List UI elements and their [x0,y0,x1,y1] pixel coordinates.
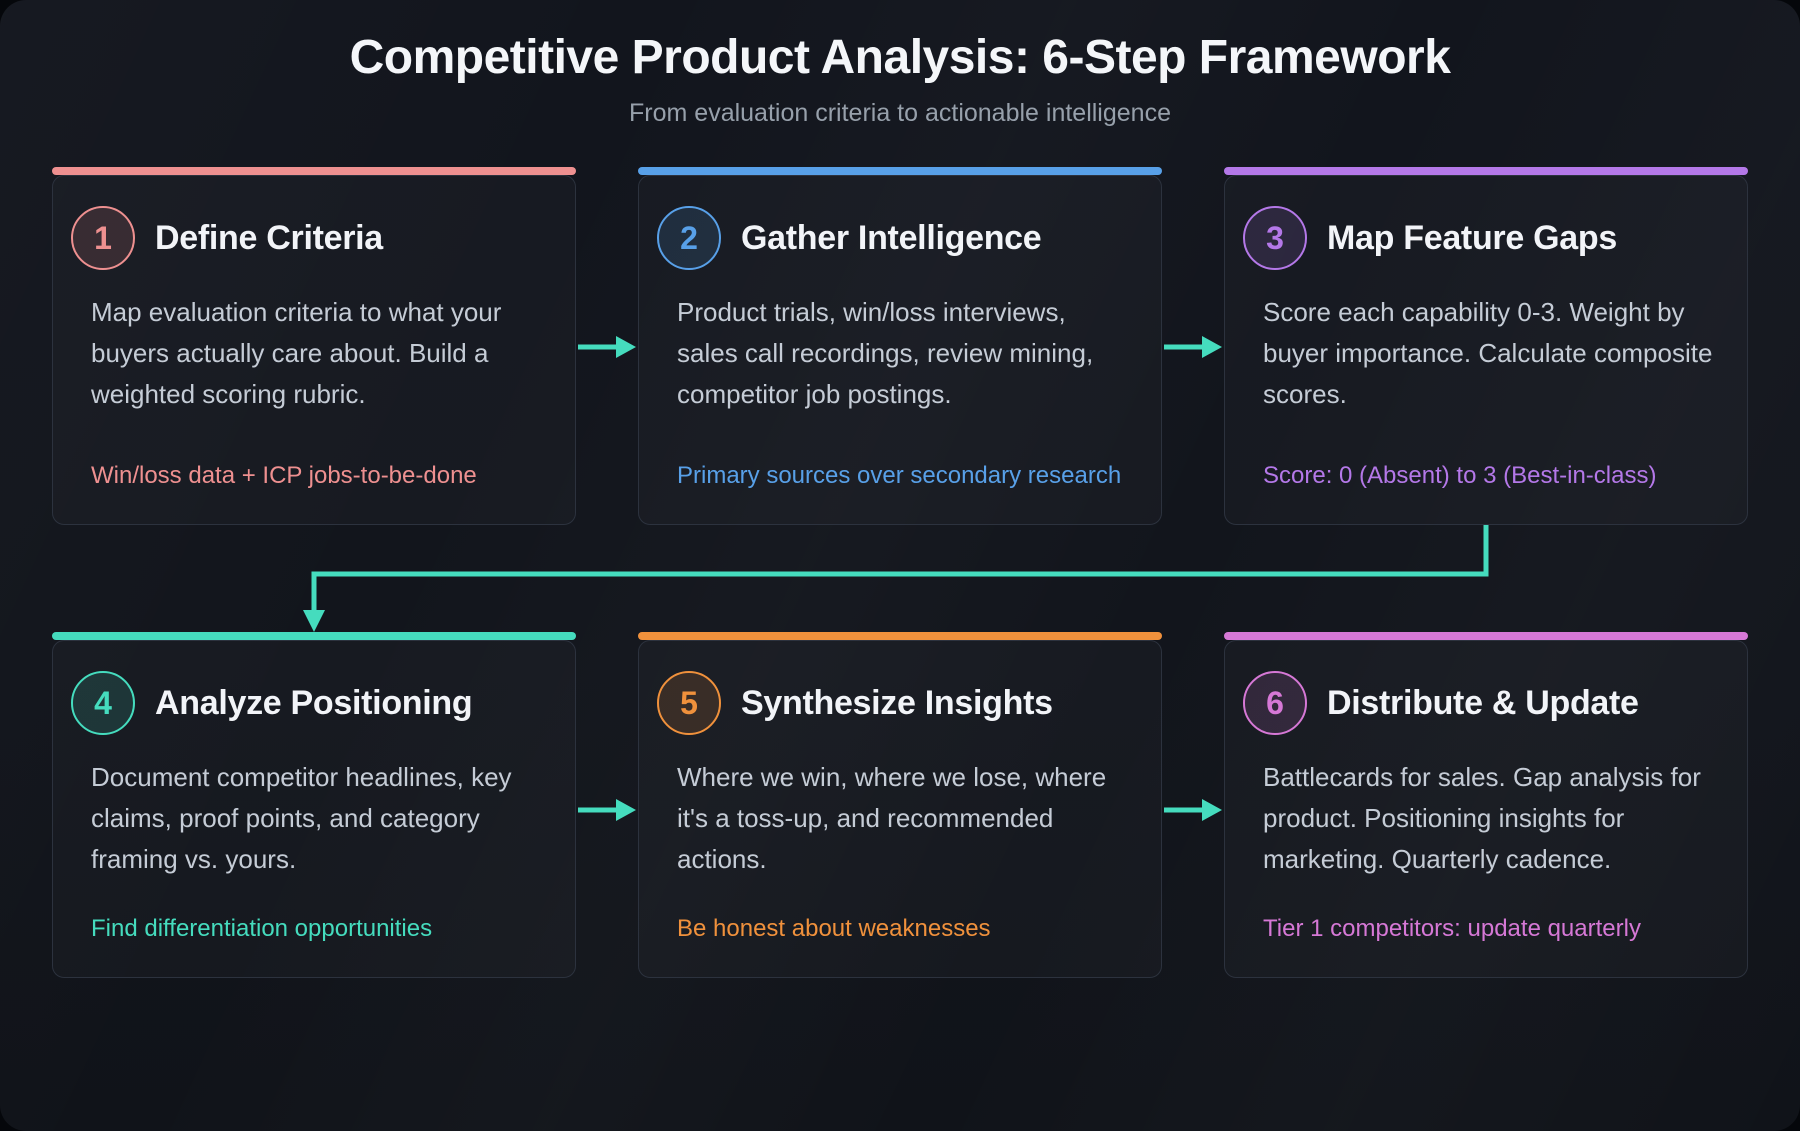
card-body: 5 Synthesize Insights Where we win, wher… [638,640,1162,978]
card-accent-bar [1224,167,1748,175]
card-body: 6 Distribute & Update Battlecards for sa… [1224,640,1748,978]
card-header: 2 Gather Intelligence [639,176,1161,270]
step-title: Define Criteria [155,218,383,257]
card-accent-bar [638,167,1162,175]
step-description: Product trials, win/loss interviews, sal… [677,297,1094,409]
step-card-analyze-positioning: 4 Analyze Positioning Document competito… [52,632,576,978]
step-description: Document competitor headlines, key claim… [91,762,512,874]
arrowhead-step3 [1202,336,1222,358]
step-description: Where we win, where we lose, where it's … [677,762,1107,874]
connector-step3-to-step4 [311,525,1489,612]
step-note: Tier 1 competitors: update quarterly [1263,915,1641,942]
step-title: Analyze Positioning [155,683,473,722]
card-accent-bar [52,167,576,175]
step-title: Map Feature Gaps [1327,218,1617,257]
step-note: Win/loss data + ICP jobs-to-be-done [91,462,477,489]
step-note: Find differentiation opportunities [91,915,433,942]
step-number: 1 [94,219,112,256]
step-number: 3 [1266,219,1284,256]
step-card-gather-intelligence: 2 Gather Intelligence Product trials, wi… [638,167,1162,525]
card-header: 1 Define Criteria [53,176,575,270]
step-description: Score each capability 0-3. Weight by buy… [1263,297,1713,409]
step-card-distribute-update: 6 Distribute & Update Battlecards for sa… [1224,632,1748,978]
step-number-badge: 1 [71,206,135,270]
step-number-badge: 3 [1243,206,1307,270]
step-card-map-feature-gaps: 3 Map Feature Gaps Score each capability… [1224,167,1748,525]
step-title: Distribute & Update [1327,683,1639,722]
step-title: Synthesize Insights [741,683,1053,722]
arrowhead-step5 [616,799,636,821]
arrowhead-step6 [1202,799,1222,821]
card-body: 4 Analyze Positioning Document competito… [52,640,576,978]
page-title: Competitive Product Analysis: 6-Step Fra… [349,31,1451,84]
step-description: Battlecards for sales. Gap analysis for … [1263,762,1701,874]
page-subtitle: From evaluation criteria to actionable i… [629,99,1171,127]
step-number: 4 [94,684,112,721]
card-body: 1 Define Criteria Map evaluation criteri… [52,175,576,525]
step-number: 6 [1266,684,1284,721]
step-description: Map evaluation criteria to what your buy… [91,297,502,409]
step-note: Primary sources over secondary research [677,462,1122,489]
step-note: Be honest about weaknesses [677,915,991,942]
step-number: 2 [680,219,698,256]
step-card-synthesize-insights: 5 Synthesize Insights Where we win, wher… [638,632,1162,978]
card-accent-bar [1224,632,1748,640]
step-card-define-criteria: 1 Define Criteria Map evaluation criteri… [52,167,576,525]
step-note: Score: 0 (Absent) to 3 (Best-in-class) [1263,462,1657,489]
card-header: 3 Map Feature Gaps [1225,176,1747,270]
step-number-badge: 6 [1243,671,1307,735]
step-number-badge: 2 [657,206,721,270]
card-body: 3 Map Feature Gaps Score each capability… [1224,175,1748,525]
arrowhead-step2 [616,336,636,358]
step-number-badge: 4 [71,671,135,735]
card-header: 4 Analyze Positioning [53,641,575,735]
step-number-badge: 5 [657,671,721,735]
arrowhead-step4 [303,610,325,632]
card-body: 2 Gather Intelligence Product trials, wi… [638,175,1162,525]
card-header: 6 Distribute & Update [1225,641,1747,735]
page-header: Competitive Product Analysis: 6-Step Fra… [0,0,1800,128]
card-header: 5 Synthesize Insights [639,641,1161,735]
step-title: Gather Intelligence [741,218,1042,257]
card-accent-bar [638,632,1162,640]
step-number: 5 [680,684,698,721]
card-accent-bar [52,632,576,640]
